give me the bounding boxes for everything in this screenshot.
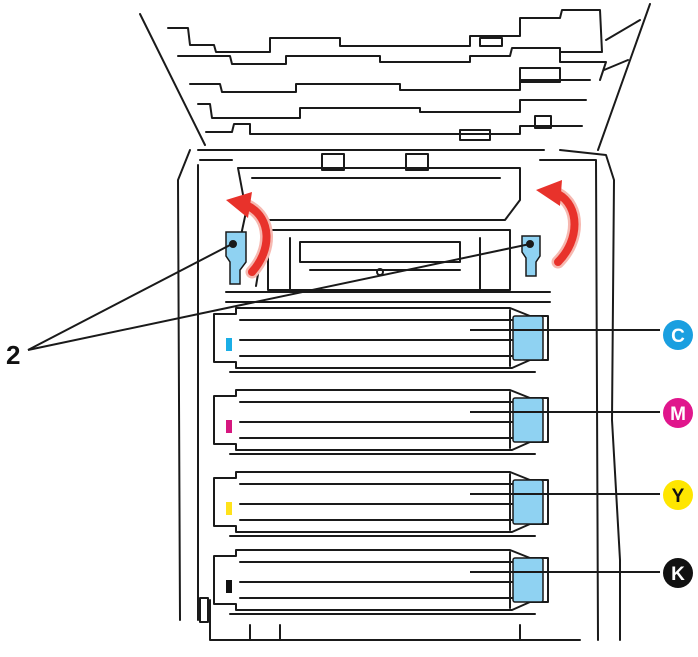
badge-black-circle <box>663 558 693 588</box>
badge-yellow: Y <box>663 480 693 510</box>
cartridge-magenta <box>213 389 549 455</box>
cartridge-handles <box>512 315 544 603</box>
color-badges: C M Y K <box>663 320 693 588</box>
callout-leaders <box>27 240 660 573</box>
left-latch[interactable] <box>225 231 247 285</box>
badge-magenta: M <box>663 398 693 428</box>
rotate-arrow-icon <box>536 180 581 269</box>
rotate-arrow-icon <box>226 192 273 279</box>
badge-yellow-label: Y <box>672 486 685 507</box>
printer-body <box>177 149 621 641</box>
badge-yellow-circle <box>663 480 693 510</box>
black-handle[interactable] <box>512 557 544 603</box>
black-marker <box>226 580 232 593</box>
yellow-handle[interactable] <box>512 479 544 525</box>
magenta-marker <box>226 420 232 433</box>
cyan-marker <box>226 338 232 351</box>
cartridge-cyan <box>213 307 549 373</box>
badge-cyan: C <box>663 320 693 350</box>
badge-cyan-circle <box>663 320 693 350</box>
release-latches <box>225 231 541 285</box>
callout-number: 2 <box>6 340 20 370</box>
badge-cyan-label: C <box>671 326 685 347</box>
open-top-cover <box>139 3 651 151</box>
upper-housing <box>225 153 551 303</box>
cartridge-yellow <box>213 471 549 537</box>
right-latch[interactable] <box>521 235 541 277</box>
badge-magenta-circle <box>663 398 693 428</box>
cartridge-black <box>213 549 549 615</box>
cartridge-color-markers <box>226 338 232 593</box>
badge-black: K <box>663 558 693 588</box>
cyan-handle[interactable] <box>512 315 544 361</box>
badge-magenta-label: M <box>670 404 686 425</box>
rotate-arrows <box>226 180 581 279</box>
magenta-handle[interactable] <box>512 397 544 443</box>
badge-black-label: K <box>671 564 685 585</box>
yellow-marker <box>226 502 232 515</box>
